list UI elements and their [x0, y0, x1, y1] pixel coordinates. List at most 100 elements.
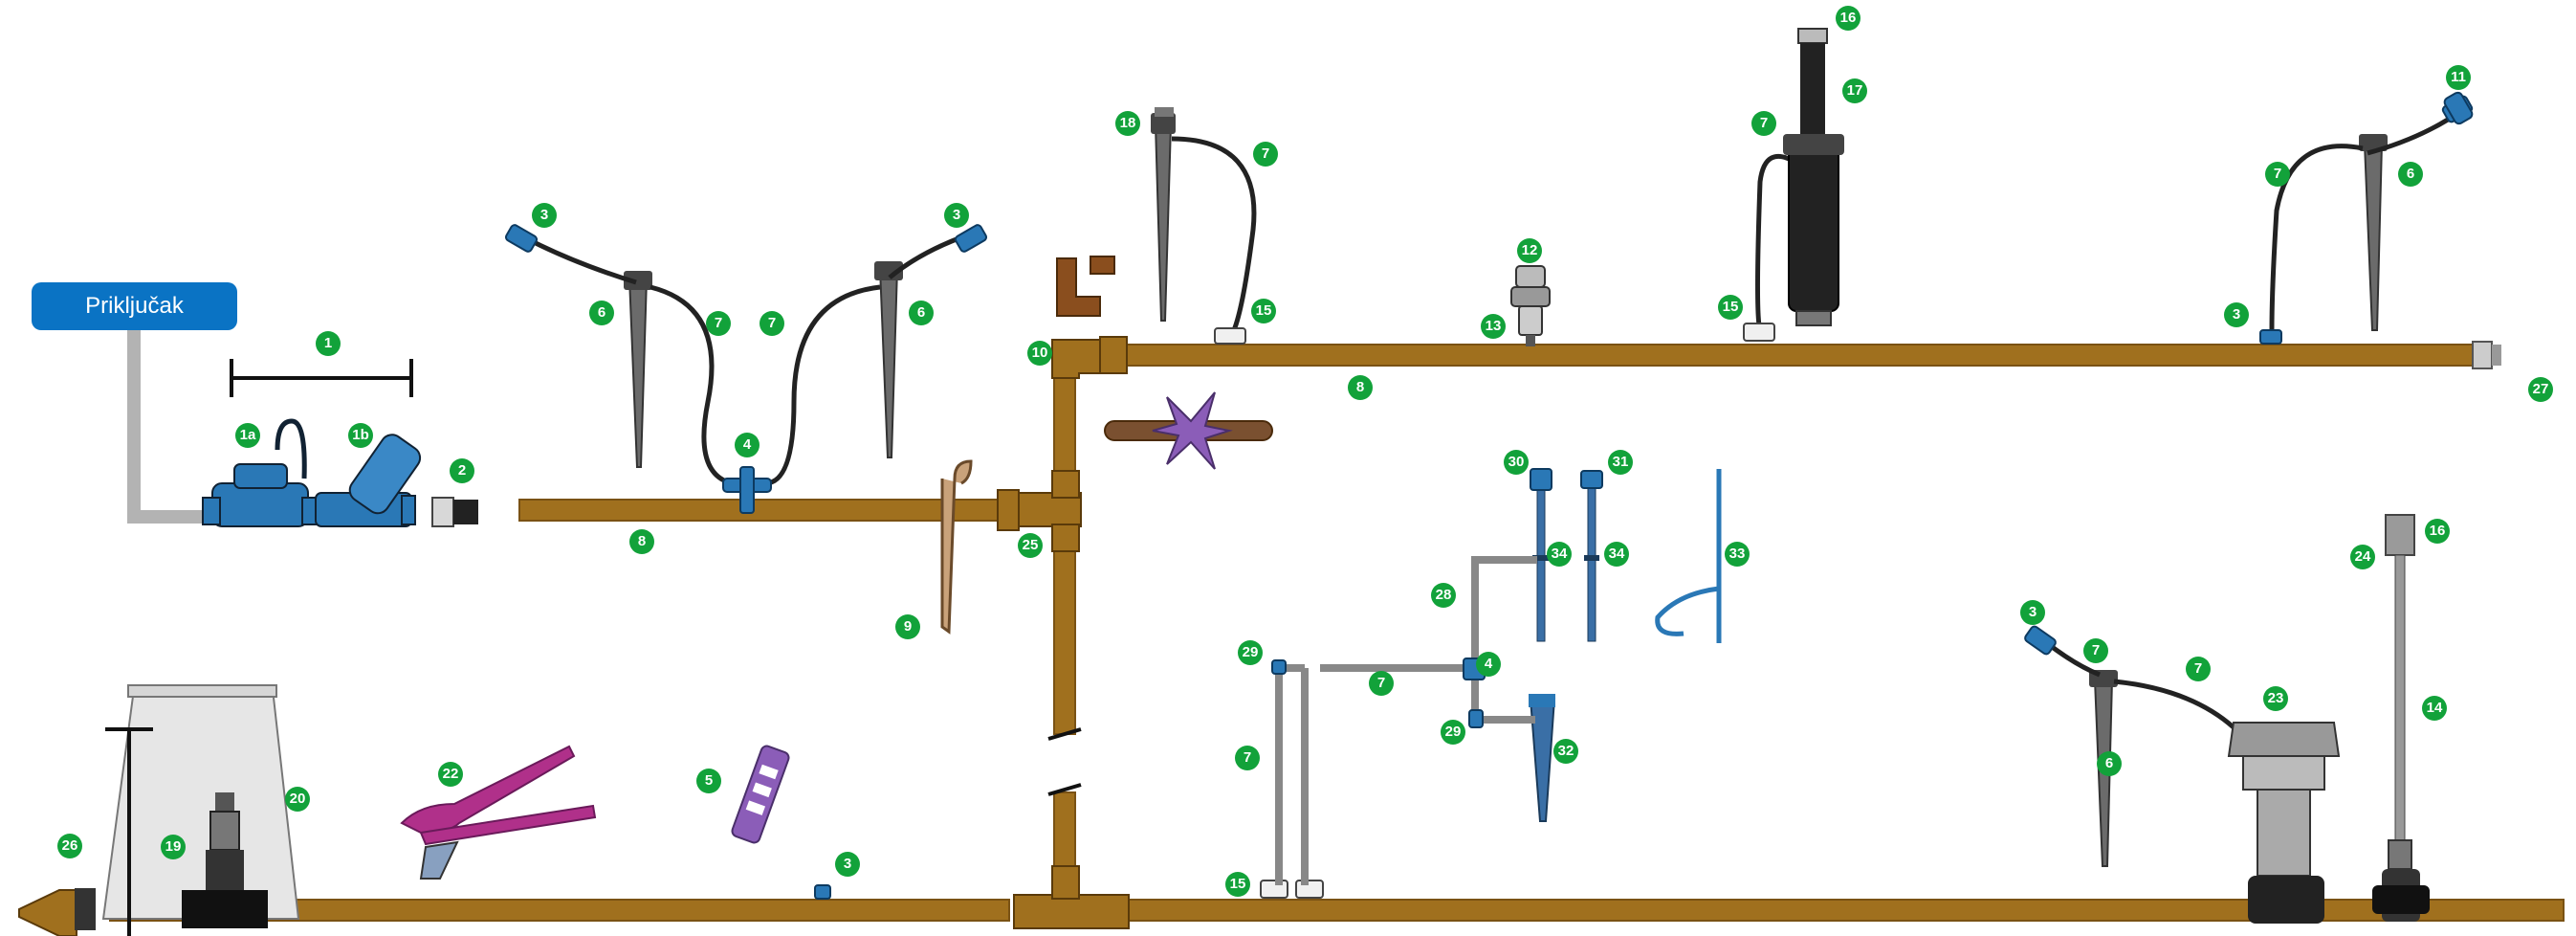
callout-3-mid: 3 — [944, 203, 969, 228]
callout-6-br: 6 — [2097, 751, 2122, 776]
callout-26: 26 — [57, 834, 82, 858]
callout-4-left: 4 — [735, 433, 760, 457]
callout-9: 9 — [895, 614, 920, 639]
micro-tubing — [522, 110, 2460, 729]
callout-6-right: 6 — [2398, 162, 2423, 187]
callout-7-h: 7 — [2083, 638, 2108, 663]
callout-11: 11 — [2446, 65, 2471, 90]
elbow-coupler — [1099, 336, 1128, 374]
callout-29-a: 29 — [1238, 640, 1263, 665]
adjustable-nozzle — [1155, 107, 1174, 117]
supply-connection-pipe — [127, 330, 215, 524]
pipe-fittings — [997, 336, 1130, 929]
callout-3-right: 3 — [2224, 302, 2249, 327]
callout-31: 31 — [1608, 450, 1633, 475]
purple-stake — [731, 745, 790, 844]
callout-7-i: 7 — [2186, 657, 2211, 681]
pressure-regulator-adapter — [431, 497, 478, 527]
stake-heads — [624, 113, 2388, 687]
callout-28: 28 — [1431, 583, 1456, 608]
pipe-break-marks — [1047, 727, 1082, 796]
callout-8-right: 8 — [1348, 375, 1373, 400]
spray-risers — [1529, 468, 1722, 822]
pipe-cutter — [400, 745, 597, 880]
callout-27: 27 — [2528, 377, 2553, 402]
callout-34-a: 34 — [1547, 542, 1572, 567]
callout-15-c: 15 — [1225, 872, 1250, 897]
ground-stakes — [627, 123, 2384, 867]
tubing-adapters — [1214, 323, 1775, 899]
bubbler — [1510, 265, 1551, 346]
callout-34-b: 34 — [1604, 542, 1629, 567]
barbed-connector-purple — [1104, 391, 1273, 470]
micro-spray-nozzle — [2443, 91, 2474, 125]
callout-20: 20 — [285, 787, 310, 812]
callout-1: 1 — [316, 331, 341, 356]
callout-17: 17 — [1842, 78, 1867, 103]
callout-24: 24 — [2350, 545, 2375, 569]
callout-3-br: 3 — [2020, 600, 2045, 625]
callout-1b: 1b — [348, 423, 373, 448]
callout-2: 2 — [450, 458, 474, 483]
callout-33: 33 — [1725, 542, 1750, 567]
bottom-tee-coupler — [1051, 865, 1080, 900]
callout-7-e: 7 — [2265, 162, 2290, 187]
hold-down-stake — [940, 459, 973, 635]
callout-7-d: 7 — [1751, 111, 1776, 136]
callout-5: 5 — [696, 769, 721, 793]
pipe-bottom-right — [1128, 899, 2565, 922]
callout-7-b: 7 — [760, 311, 784, 336]
valve-key — [105, 727, 153, 936]
barbed-elbow-accessory — [1056, 256, 1115, 317]
tee-coupler-top — [1051, 470, 1080, 499]
valve-box — [101, 684, 300, 920]
callout-6-left: 6 — [589, 301, 614, 325]
callout-16-br: 16 — [2425, 519, 2450, 544]
callout-7-g: 7 — [1235, 746, 1260, 770]
callout-16-top: 16 — [1836, 6, 1860, 31]
control-valve-1a — [202, 418, 320, 527]
filter-1b — [315, 434, 422, 527]
callout-7-f: 7 — [1369, 671, 1394, 696]
callout-6-mid: 6 — [909, 301, 934, 325]
callout-15-b: 15 — [1718, 295, 1743, 320]
ball-valve — [182, 792, 268, 928]
callout-7-c: 7 — [1253, 142, 1278, 167]
callout-18: 18 — [1115, 111, 1140, 136]
tubing-connectors — [1271, 657, 1486, 728]
callout-12: 12 — [1517, 238, 1542, 263]
tubing-tee — [722, 466, 772, 514]
flexible-riser — [2372, 514, 2430, 922]
end-fitting — [18, 888, 96, 936]
callout-30: 30 — [1504, 450, 1529, 475]
callout-7-a: 7 — [706, 311, 731, 336]
drip-emitters — [504, 95, 2474, 900]
callout-14: 14 — [2422, 696, 2447, 721]
valve-assembly-dimension-bar — [230, 359, 413, 397]
drip-pipes — [109, 344, 2565, 922]
pressure-regulator — [2227, 722, 2341, 924]
pipe-right-upper — [1126, 344, 2477, 367]
callout-8-left: 8 — [629, 529, 654, 554]
pipe-left-upper — [518, 499, 1008, 522]
end-cap — [2472, 341, 2501, 369]
callout-1a: 1a — [235, 423, 260, 448]
callout-15-a: 15 — [1251, 299, 1276, 323]
callout-25: 25 — [1018, 533, 1043, 558]
callout-3-bottom: 3 — [835, 852, 860, 877]
callout-3-left: 3 — [532, 203, 557, 228]
callout-29-b: 29 — [1441, 720, 1465, 745]
callout-4-mid: 4 — [1476, 652, 1501, 677]
callout-22: 22 — [438, 762, 463, 787]
tee-coupler-left — [997, 489, 1020, 531]
callout-10: 10 — [1027, 341, 1052, 366]
popup-sprinkler — [1783, 28, 1844, 326]
callout-19: 19 — [161, 835, 186, 859]
callout-23: 23 — [2263, 686, 2288, 711]
bottom-tee-fitting — [1013, 894, 1130, 929]
tee-coupler-bottom — [1051, 524, 1080, 552]
supply-connection-label: Priključak — [32, 282, 237, 330]
callout-32: 32 — [1553, 739, 1578, 764]
